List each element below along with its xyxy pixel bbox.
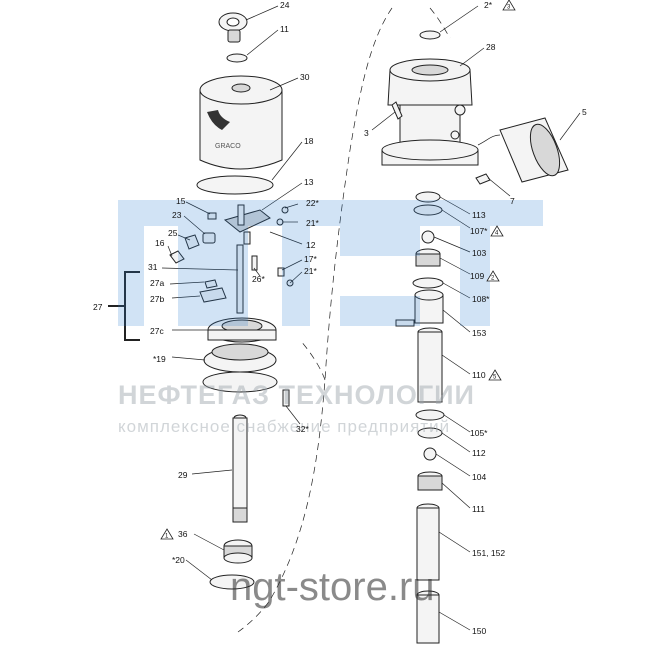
part-label-105s: 105* xyxy=(470,428,488,438)
valve-plate xyxy=(207,317,277,343)
pump-cylinder xyxy=(417,327,443,403)
part-label-11: 11 xyxy=(280,24,289,34)
part-label-2s: 2* xyxy=(484,0,493,10)
part-label-150: 150 xyxy=(472,626,486,636)
check-valve-cup xyxy=(415,248,441,267)
part-label-7: 7 xyxy=(510,196,515,206)
fitting-7 xyxy=(475,173,491,185)
part-label-15: 15 xyxy=(176,196,186,206)
part-label-13: 13 xyxy=(304,177,314,187)
bracket-27 xyxy=(108,271,140,341)
warning-number: 2 xyxy=(491,276,495,282)
air-piston xyxy=(203,343,277,373)
warning-triangle-icon: 1 xyxy=(160,528,174,540)
part-label-151_152: 151, 152 xyxy=(472,548,505,558)
watermark-url: ngt-store.ru xyxy=(230,565,435,609)
warning-triangle-icon: 4 xyxy=(490,225,504,237)
part-label-110: 110 xyxy=(472,370,486,380)
watermark: НЕФТЕГАЗ ТЕХНОЛОГИИ комплексное снабжени… xyxy=(118,200,543,609)
warning-number: 1 xyxy=(165,534,169,540)
part-label-32s: 32* xyxy=(296,424,309,434)
svg-text:GRACO: GRACO xyxy=(215,143,241,150)
warning-triangle-icon: 2 xyxy=(486,270,500,282)
lifting-ring-part xyxy=(218,12,248,43)
pump-housing xyxy=(381,58,479,166)
watermark-tagline: комплексное снабжение предприятий xyxy=(118,417,450,436)
part-label-25: 25 xyxy=(168,228,178,238)
seal-19 xyxy=(202,371,278,393)
warning-triangle-icon: 5 xyxy=(488,369,502,381)
air-filter xyxy=(477,117,569,183)
part-label-24: 24 xyxy=(280,0,290,10)
screw-3 xyxy=(391,101,403,120)
part-label-27c: 27c xyxy=(150,326,164,336)
part-label-30: 30 xyxy=(300,72,310,82)
part-label-108s: 108* xyxy=(472,294,490,304)
manifold-body xyxy=(395,289,444,327)
warning-number: 4 xyxy=(495,231,499,237)
part-label-112: 112 xyxy=(472,448,486,458)
part-label-17s: 17* xyxy=(304,254,317,264)
part-label-5: 5 xyxy=(582,107,587,117)
part-label-29: 29 xyxy=(178,470,188,480)
part-label-103: 103 xyxy=(472,248,486,258)
suction-tube xyxy=(416,590,440,644)
part-label-109: 109 xyxy=(470,271,484,281)
watermark-company: НЕФТЕГАЗ ТЕХНОЛОГИИ xyxy=(118,380,475,410)
displacement-rod xyxy=(232,414,248,523)
part-label-111: 111 xyxy=(472,504,485,514)
ball-104 xyxy=(423,447,437,461)
part-label-28: 28 xyxy=(486,42,496,52)
part-label-153: 153 xyxy=(472,328,486,338)
part-label-26s: 26* xyxy=(252,274,265,284)
part-label-22s: 22* xyxy=(306,198,319,208)
intake-tube xyxy=(416,503,440,581)
actuator-rod xyxy=(236,244,244,314)
part-label-21s_b: 21* xyxy=(304,266,317,276)
o-ring-11 xyxy=(226,53,248,63)
leader-lines xyxy=(161,5,581,631)
part-label-27a: 27a xyxy=(150,278,164,288)
part-label-3: 3 xyxy=(364,128,369,138)
part-label-18: 18 xyxy=(304,136,314,146)
part-label-27b: 27b xyxy=(150,294,164,304)
part-label-36: 36 xyxy=(178,529,188,539)
o-ring-20 xyxy=(209,574,255,590)
o-ring-108 xyxy=(412,277,444,289)
part-label-107s: 107* xyxy=(470,226,488,236)
part-label-12: 12 xyxy=(306,240,316,250)
part-label-31: 31 xyxy=(148,262,158,272)
part-label-23: 23 xyxy=(172,210,182,220)
packing-nut xyxy=(223,539,253,564)
part-label-27: 27 xyxy=(93,302,103,312)
gasket-18 xyxy=(196,175,274,195)
ball-103 xyxy=(421,230,435,244)
o-ring-2 xyxy=(419,30,441,40)
part-label-s19: *19 xyxy=(153,354,166,364)
part-label-21s_a: 21* xyxy=(306,218,319,228)
part-label-113: 113 xyxy=(472,210,486,220)
part-label-s20: *20 xyxy=(172,555,185,565)
part-label-104: 104 xyxy=(472,472,486,482)
warning-triangle-icon: 3 xyxy=(502,0,516,11)
warning-number: 3 xyxy=(507,5,511,11)
part-label-16: 16 xyxy=(155,238,165,248)
air-motor-cover: GRACO xyxy=(199,75,283,170)
warning-number: 5 xyxy=(493,375,497,381)
foot-valve xyxy=(417,471,443,491)
